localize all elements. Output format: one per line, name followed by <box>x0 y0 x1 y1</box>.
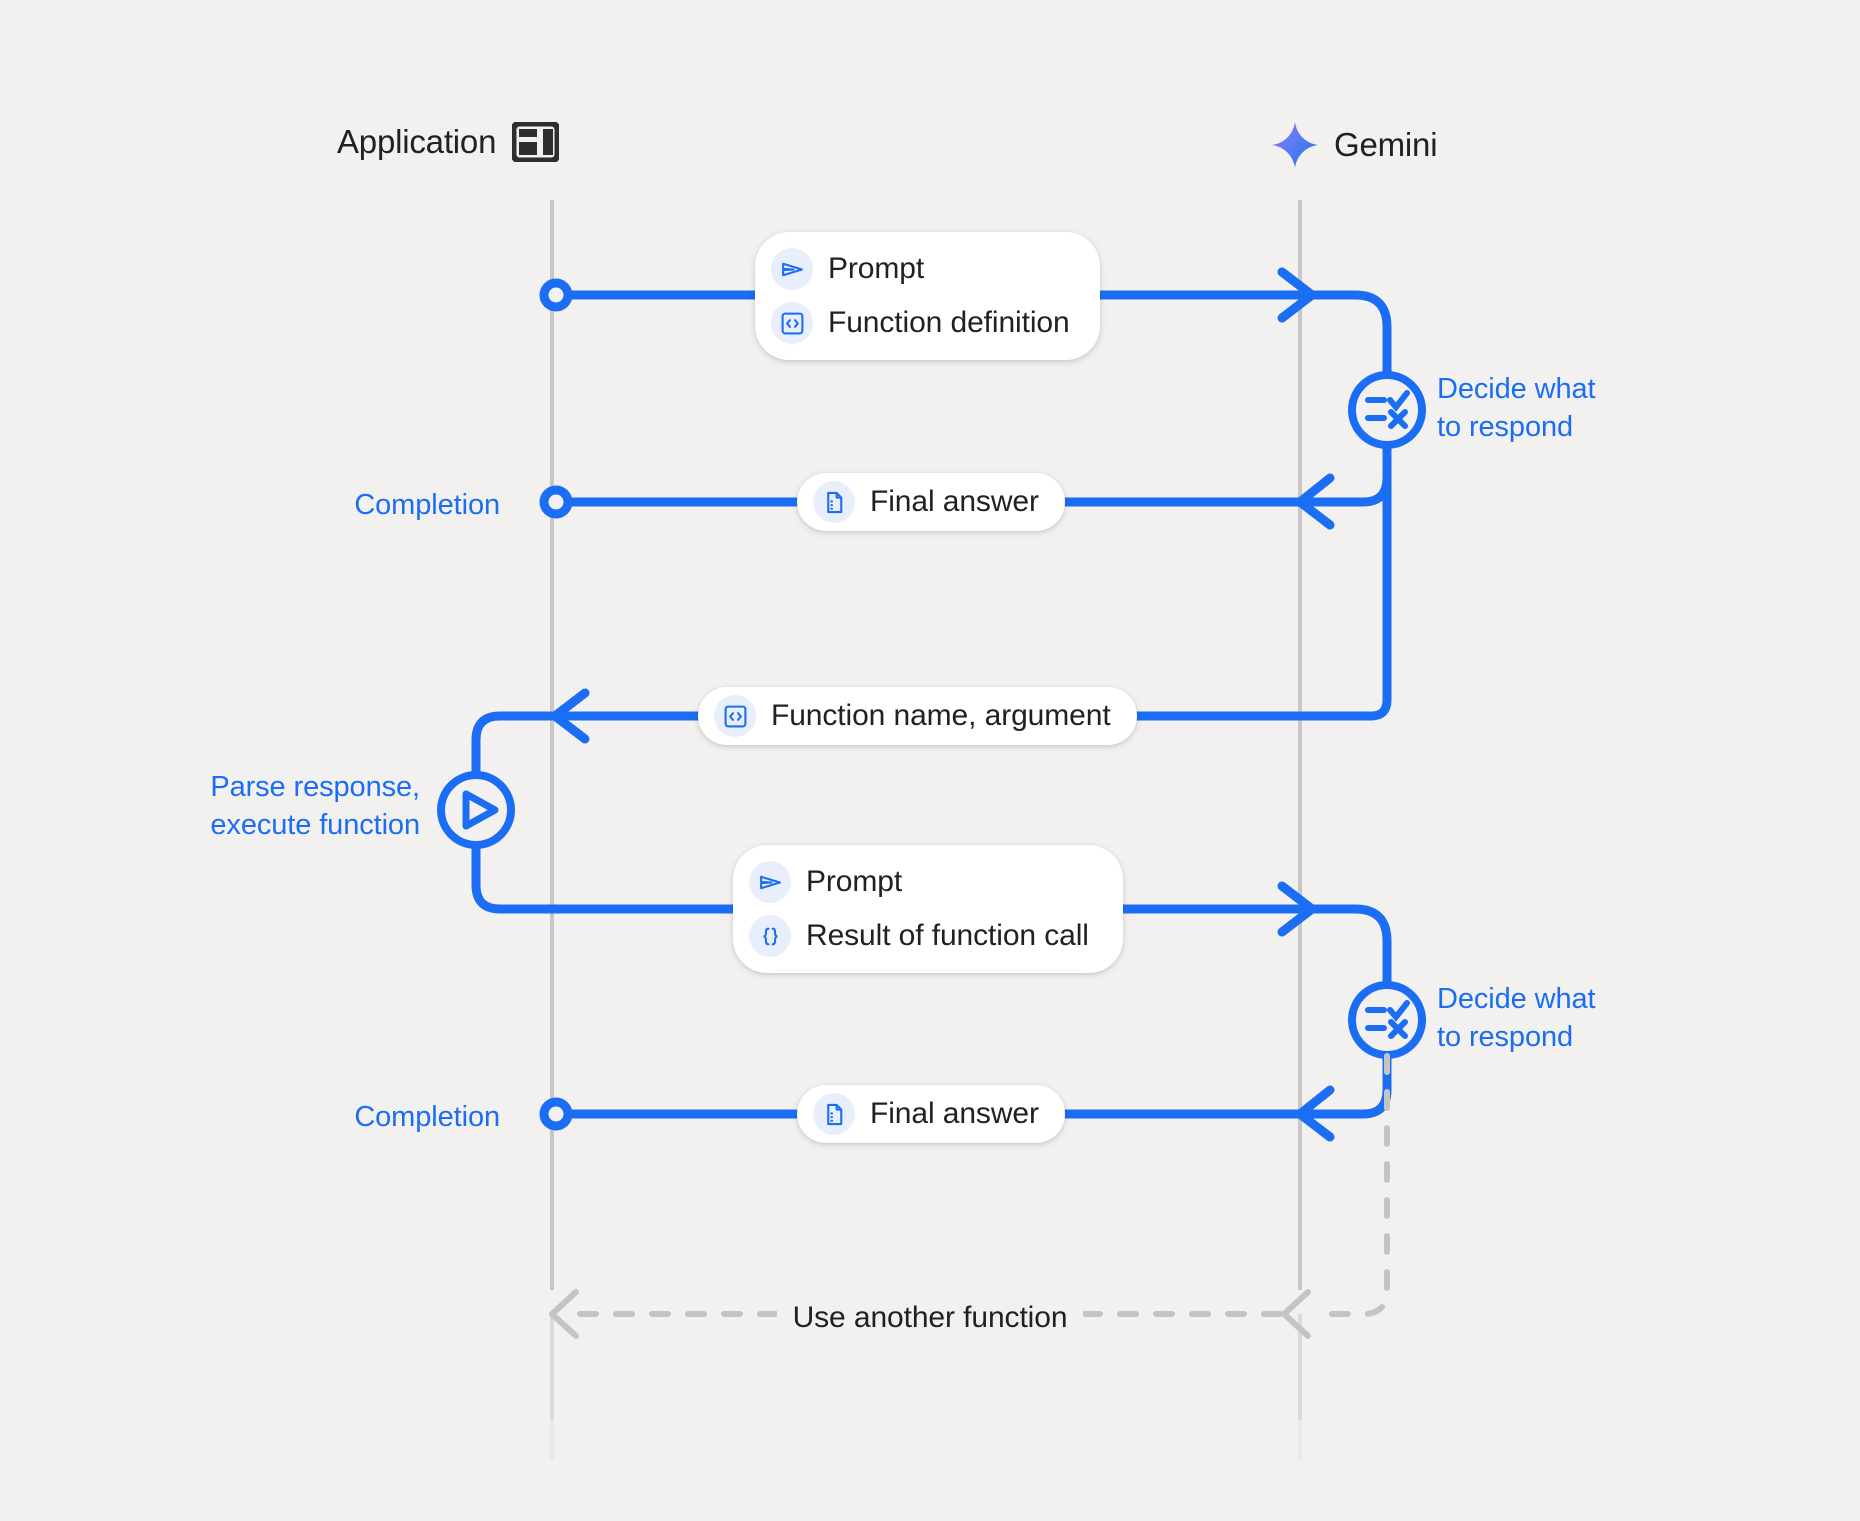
wire-decide1-down <box>1307 441 1392 721</box>
arrowhead-prompt-1 <box>1277 267 1317 323</box>
lane-label-gemini: Gemini <box>1334 126 1438 163</box>
node-decide-1 <box>1348 371 1426 449</box>
pill-row: Function definition <box>771 302 1074 344</box>
message-row-label: Function name, argument <box>771 699 1111 732</box>
completion-node-1 <box>539 485 573 519</box>
message-prompt-result: Prompt Result of function call <box>733 845 1123 973</box>
node-decide-2 <box>1348 981 1426 1059</box>
message-function-name-argument: Function name, argument <box>698 687 1137 745</box>
node-label-decide-1: Decide what to respond <box>1437 373 1596 444</box>
message-final-answer-1: Final answer <box>797 473 1065 531</box>
pill-row: Prompt <box>771 248 1074 290</box>
arrowhead-function-name <box>550 688 590 744</box>
pill-row: Function name, argument <box>714 695 1111 737</box>
pill-row: Final answer <box>813 1093 1039 1135</box>
code-brackets-box-icon <box>771 302 813 344</box>
message-row-label: Result of function call <box>806 919 1089 952</box>
pill-row: Final answer <box>813 481 1039 523</box>
app-window-icon <box>512 122 560 162</box>
message-row-label: Function definition <box>828 306 1070 339</box>
node-label-decide-2: Decide what to respond <box>1437 983 1596 1054</box>
curly-braces-icon <box>749 915 791 957</box>
message-prompt-function-definition: Prompt Function definition <box>755 232 1100 360</box>
send-icon <box>771 248 813 290</box>
arrowhead-final-1 <box>1295 473 1335 530</box>
start-node <box>539 278 573 312</box>
node-label-parse-execute: Parse response, execute function <box>210 771 420 842</box>
completion-node-2 <box>539 1097 573 1131</box>
document-icon <box>813 1093 855 1135</box>
lane-header-application: Application <box>337 122 560 162</box>
message-row-label: Prompt <box>806 865 903 898</box>
loop-caption-text: Use another function <box>776 1301 1084 1334</box>
pill-row: Prompt <box>749 861 1097 903</box>
message-final-answer-2: Final answer <box>797 1085 1065 1143</box>
gemini-sparkle-icon <box>1272 122 1318 168</box>
arrowhead-prompt-2 <box>1277 881 1317 937</box>
completion-label-2: Completion <box>354 1101 500 1133</box>
code-brackets-box-icon <box>714 695 756 737</box>
arrowhead-final-2 <box>1295 1085 1335 1142</box>
lane-label-application: Application <box>337 123 497 160</box>
completion-label-1: Completion <box>354 489 500 521</box>
message-row-label: Final answer <box>870 485 1039 518</box>
message-row-label: Prompt <box>828 252 925 285</box>
pill-row: Result of function call <box>749 915 1097 957</box>
document-icon <box>813 481 855 523</box>
message-row-label: Final answer <box>870 1097 1039 1130</box>
node-parse-execute <box>437 771 515 849</box>
send-icon <box>749 861 791 903</box>
loop-caption: Use another function <box>0 1301 1860 1335</box>
lane-header-gemini: Gemini <box>1272 122 1438 168</box>
